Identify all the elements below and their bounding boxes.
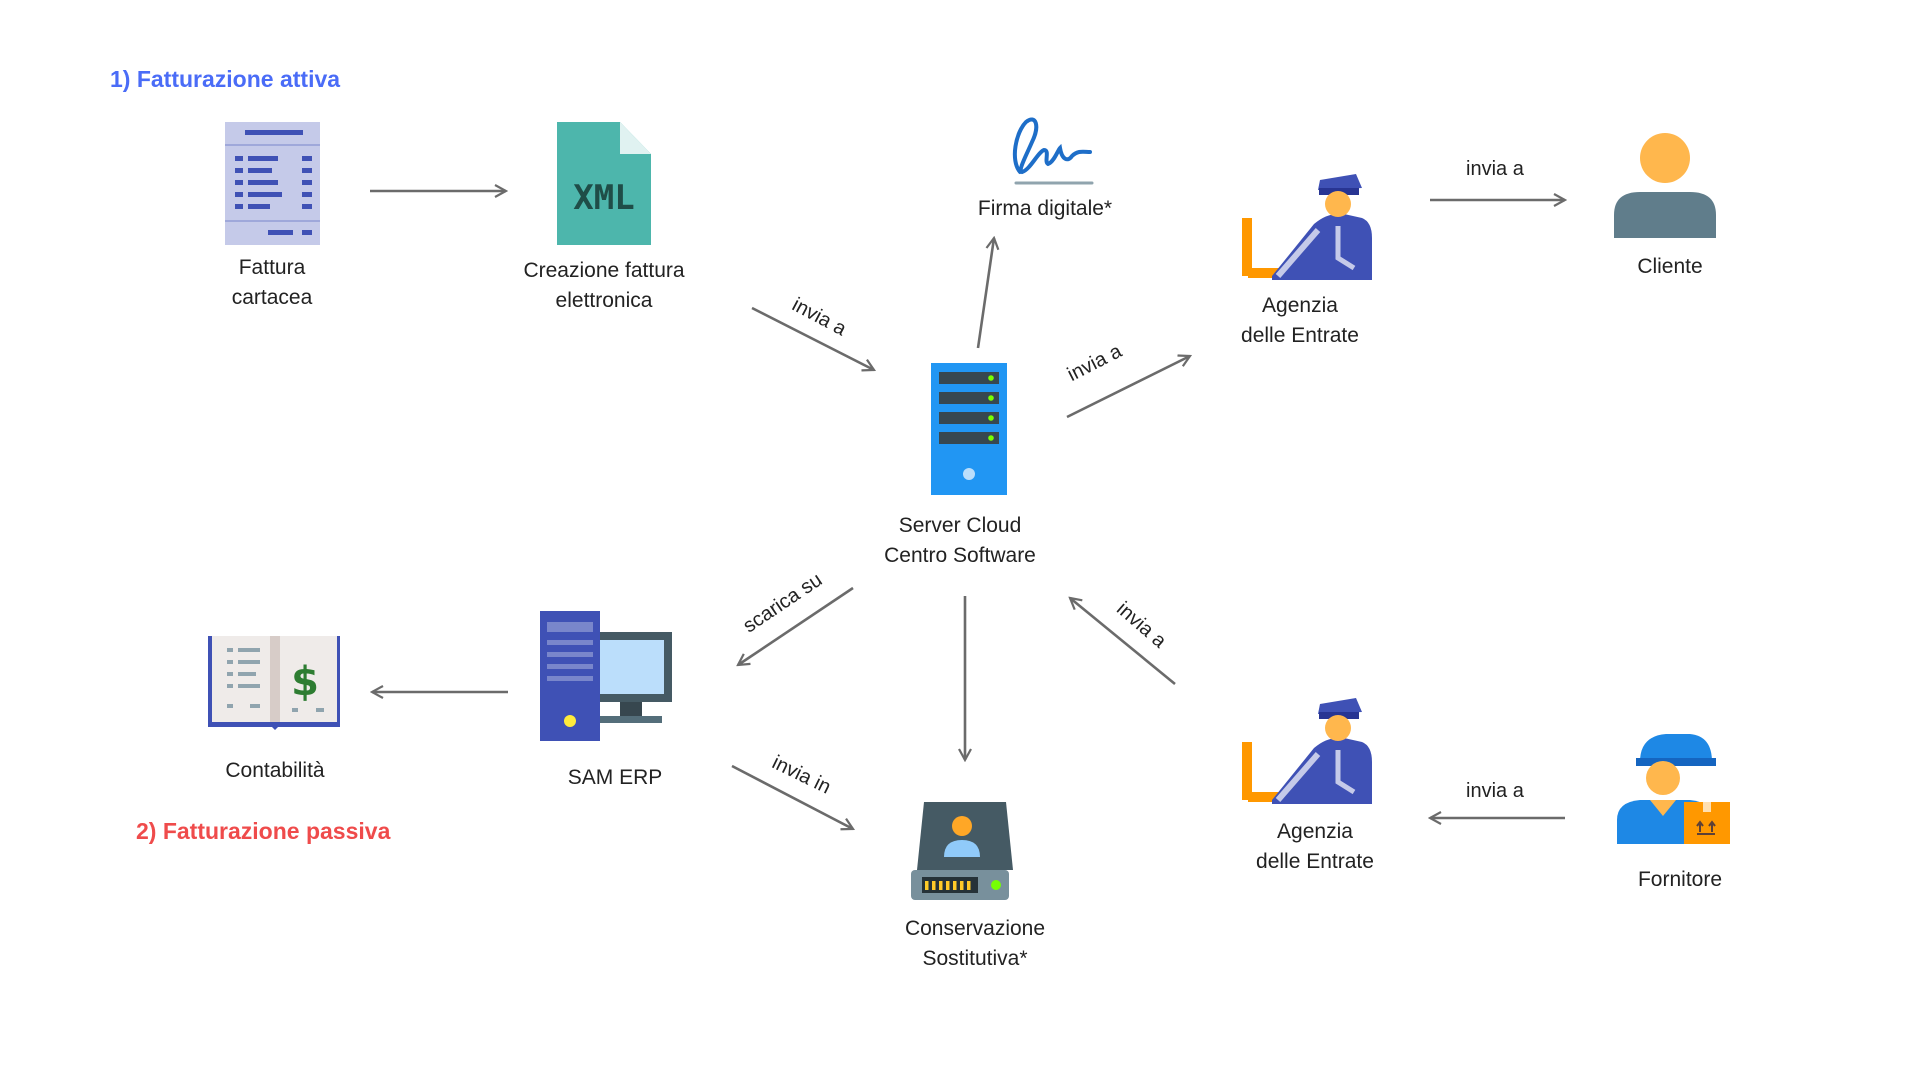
arrow-xml-to-server [751, 306, 874, 370]
node-label-client: Cliente [1637, 255, 1703, 278]
officer-icon [1242, 174, 1372, 280]
arrow-server-to-signature [976, 238, 994, 349]
delivery-worker-icon [1617, 734, 1730, 844]
svg-text:$: $ [291, 659, 319, 705]
section-title-passive: 2) Fatturazione passiva [136, 818, 391, 844]
server-icon [931, 363, 1007, 495]
node-label-digital-signature: Firma digitale* [977, 197, 1113, 220]
desktop-computer-icon [540, 611, 672, 741]
node-label-accounting: Contabilità [225, 759, 325, 782]
officer-icon [1242, 698, 1372, 804]
node-label-erp: SAM ERP [567, 766, 663, 789]
edge-label-supplier-to-agency: invia a [1466, 780, 1524, 802]
signature-icon [1012, 117, 1094, 185]
ledger-book-icon: $ [208, 636, 340, 730]
arrow-erp-to-archive [731, 764, 853, 829]
arrow-server-to-erp [738, 586, 854, 665]
edge-label-agency-to-client: invia a [1466, 158, 1524, 180]
xml-file-icon: XML [557, 122, 651, 245]
paper-invoice-icon [225, 122, 320, 245]
user-icon [1614, 133, 1716, 238]
arrow-agency-to-server [1070, 598, 1176, 686]
storage-drive-icon [911, 802, 1013, 900]
section-title-active: 1) Fatturazione attiva [110, 66, 341, 92]
node-label-supplier: Fornitore [1637, 868, 1723, 891]
svg-text:XML: XML [573, 178, 634, 218]
arrow-server-to-agency [1066, 356, 1190, 419]
